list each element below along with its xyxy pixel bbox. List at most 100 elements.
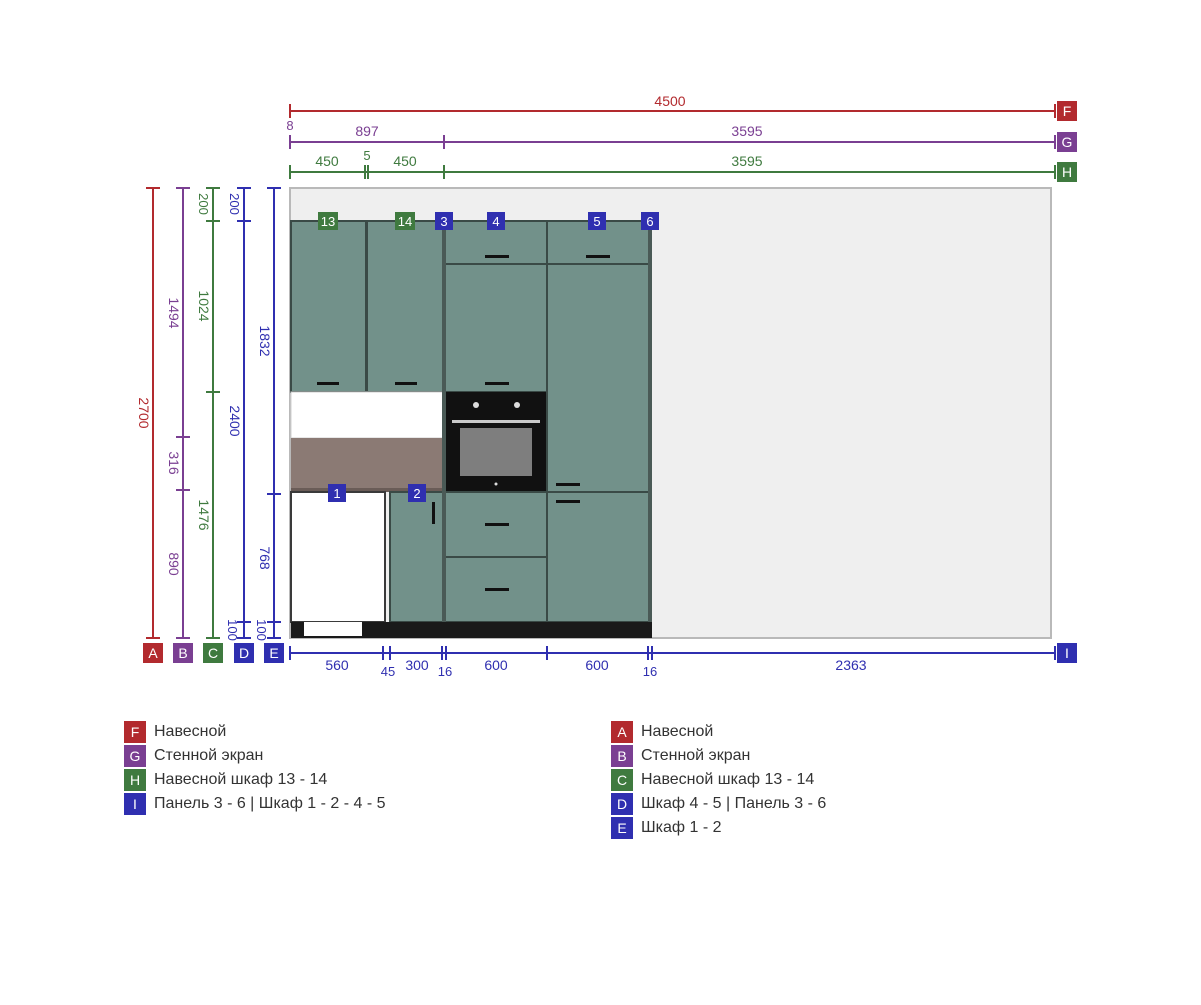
dimension-A: [146, 187, 160, 639]
tall-cabinet-4-mid[interactable]: [444, 263, 548, 393]
legend-text-I: Панель 3 - 6 | Шкаф 1 - 2 - 4 - 5: [154, 795, 386, 812]
badge-14-box: [395, 212, 415, 230]
badge-13[interactable]: 13: [318, 212, 338, 230]
dim-I-part-4: 16: [438, 664, 452, 679]
tag-B-box: [173, 643, 193, 663]
base-cabinet-1[interactable]: [290, 491, 386, 623]
tag-E[interactable]: E: [264, 643, 284, 663]
legend-tag-I: I: [124, 793, 146, 815]
badge-3-label: 3: [440, 214, 447, 229]
legend-row-F[interactable]: F Навесной: [124, 720, 386, 744]
legend-tag-H: H: [124, 769, 146, 791]
tag-H-label: H: [1062, 164, 1072, 180]
legend-row-D[interactable]: D Шкаф 4 - 5 | Панель 3 - 6: [611, 792, 826, 816]
legend-row-I[interactable]: I Панель 3 - 6 | Шкаф 1 - 2 - 4 - 5: [124, 792, 386, 816]
tag-C-label: C: [208, 645, 218, 661]
oven-handle: [452, 420, 540, 423]
wall-cabinet-14[interactable]: [366, 220, 444, 393]
tag-F[interactable]: F: [1057, 101, 1077, 121]
dim-H-part-1: 450: [315, 153, 339, 169]
dimension-G: [289, 135, 1056, 149]
tag-G[interactable]: G: [1057, 132, 1077, 152]
badge-2[interactable]: 2: [408, 484, 426, 502]
legend-tag-F: F: [124, 721, 146, 743]
badge-1-box: [328, 484, 346, 502]
dim-H-part-4: 3595: [731, 153, 762, 169]
tag-I[interactable]: I: [1057, 643, 1077, 663]
dim-I-part-3: 300: [405, 657, 429, 673]
legend-row-G[interactable]: G Стенной экран: [124, 744, 386, 768]
dim-B-part-1: 1494: [166, 297, 182, 328]
plinth-gap: [304, 622, 362, 636]
badge-6-box: [641, 212, 659, 230]
legend-right: A Навесной B Стенной экран C Навесной шк…: [611, 720, 826, 840]
badge-5-label: 5: [593, 214, 600, 229]
dim-I-part-5: 600: [484, 657, 508, 673]
tall-cabinet-5-lower[interactable]: [546, 491, 650, 623]
side-panel-6[interactable]: [648, 221, 652, 622]
wall-cabinet-13[interactable]: [290, 220, 367, 393]
legend-row-B[interactable]: B Стенной экран: [611, 744, 826, 768]
dimension-B: [176, 187, 190, 639]
backsplash: [290, 391, 444, 439]
tag-G-box: [1057, 132, 1077, 152]
tag-C-box: [203, 643, 223, 663]
badge-3[interactable]: 3: [435, 212, 453, 230]
handle-drawer-upper: [485, 523, 509, 526]
dim-D-part-1: 200: [227, 193, 242, 215]
badge-3-box: [435, 212, 453, 230]
badge-5[interactable]: 5: [588, 212, 606, 230]
dim-C-part-2: 1024: [196, 290, 212, 321]
badge-1-label: 1: [333, 486, 340, 501]
legend-tag-A: A: [611, 721, 633, 743]
legend-row-A[interactable]: A Навесной: [611, 720, 826, 744]
tag-D[interactable]: D: [234, 643, 254, 663]
dimension-E: [267, 187, 281, 639]
tag-F-label: F: [1063, 103, 1072, 119]
countertop: [291, 438, 443, 490]
legend-tag-E: E: [611, 817, 633, 839]
side-panel-3[interactable]: [442, 221, 446, 622]
legend-left: F Навесной G Стенной экран H Навесной шк…: [124, 720, 386, 816]
oven-knob-left: [473, 402, 479, 408]
dim-D-part-2: 2400: [227, 405, 243, 436]
base-cabinet-2[interactable]: [389, 491, 444, 623]
badge-4[interactable]: 4: [487, 212, 505, 230]
dimension-H: [289, 165, 1056, 179]
badge-1[interactable]: 1: [328, 484, 346, 502]
badge-6[interactable]: 6: [641, 212, 659, 230]
handle-drawer-lower: [485, 588, 509, 591]
legend-row-E[interactable]: E Шкаф 1 - 2: [611, 816, 826, 840]
handle-4-mid: [485, 382, 509, 385]
tag-B[interactable]: B: [173, 643, 193, 663]
dimension-I: [289, 646, 1056, 660]
dim-C-part-1: 200: [196, 193, 211, 215]
legend-row-C[interactable]: C Навесной шкаф 13 - 14: [611, 768, 826, 792]
dim-A-total: 2700: [136, 397, 152, 428]
tag-B-label: B: [178, 645, 187, 661]
tag-A[interactable]: A: [143, 643, 163, 663]
dim-G-part-2: 3595: [731, 123, 762, 139]
badge-2-box: [408, 484, 426, 502]
handle-2: [432, 502, 435, 524]
handle-14: [395, 382, 417, 385]
tag-C[interactable]: C: [203, 643, 223, 663]
tall-cabinet-5-upper[interactable]: [546, 263, 650, 493]
legend-tag-G: G: [124, 745, 146, 767]
dim-E-part-1: 1832: [257, 325, 273, 356]
dim-I-part-2: 45: [381, 664, 395, 679]
tag-I-box: [1057, 643, 1077, 663]
badge-14[interactable]: 14: [395, 212, 415, 230]
dim-E-part-2: 768: [257, 546, 273, 570]
tag-A-box: [143, 643, 163, 663]
oven[interactable]: [445, 392, 547, 492]
dim-H-part-2: 5: [363, 148, 370, 163]
dim-E-part-3: 100: [254, 619, 269, 641]
badge-5-box: [588, 212, 606, 230]
legend-tag-B: B: [611, 745, 633, 767]
dimension-C: [206, 187, 220, 639]
dim-H-part-3: 450: [393, 153, 417, 169]
legend-row-H[interactable]: H Навесной шкаф 13 - 14: [124, 768, 386, 792]
tag-H[interactable]: H: [1057, 162, 1077, 182]
